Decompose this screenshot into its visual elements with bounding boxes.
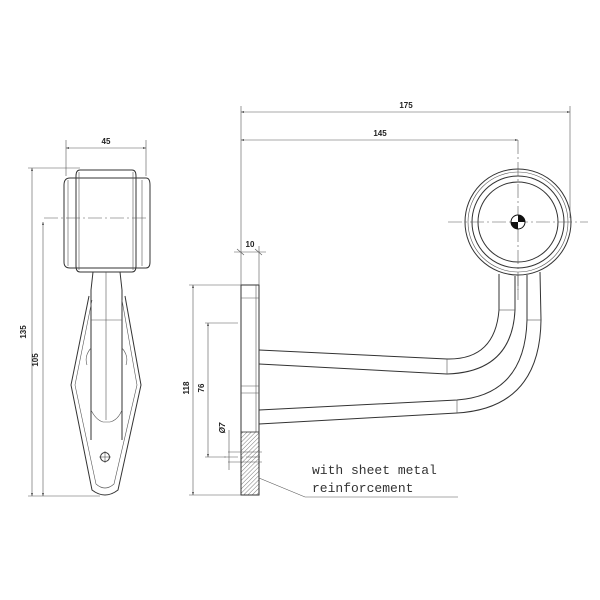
center-mark-icon xyxy=(510,214,526,230)
front-view: 45 135 105 xyxy=(19,137,151,497)
dim-hole-diameter: Ø7 xyxy=(218,422,227,433)
dim-length-175: 175 xyxy=(399,101,413,110)
dim-thickness-10: 10 xyxy=(246,240,255,249)
reinforcement-note: with sheet metal reinforcement xyxy=(258,463,458,498)
dim-height-135: 135 xyxy=(19,325,28,339)
note-line-1: with sheet metal xyxy=(312,463,437,478)
side-view: 175 145 10 118 76 Ø7 with sheet metal re… xyxy=(182,101,588,498)
sheet-metal-reinforcement xyxy=(240,431,260,496)
dim-height-105: 105 xyxy=(31,353,40,367)
dim-height-118: 118 xyxy=(182,381,191,394)
arms xyxy=(258,271,542,425)
dim-length-145: 145 xyxy=(373,129,387,138)
dim-spacing-76: 76 xyxy=(197,383,206,392)
mounting-plate xyxy=(224,284,262,496)
lamp-head-front xyxy=(44,169,151,273)
dim-width-45: 45 xyxy=(102,137,111,146)
side-dimensions: 175 145 10 118 76 Ø7 xyxy=(182,101,571,496)
stem-and-bracket-front xyxy=(70,271,142,496)
lamp-head-side xyxy=(448,140,588,290)
note-line-2: reinforcement xyxy=(312,481,413,496)
front-dimensions: 45 135 105 xyxy=(19,137,147,497)
